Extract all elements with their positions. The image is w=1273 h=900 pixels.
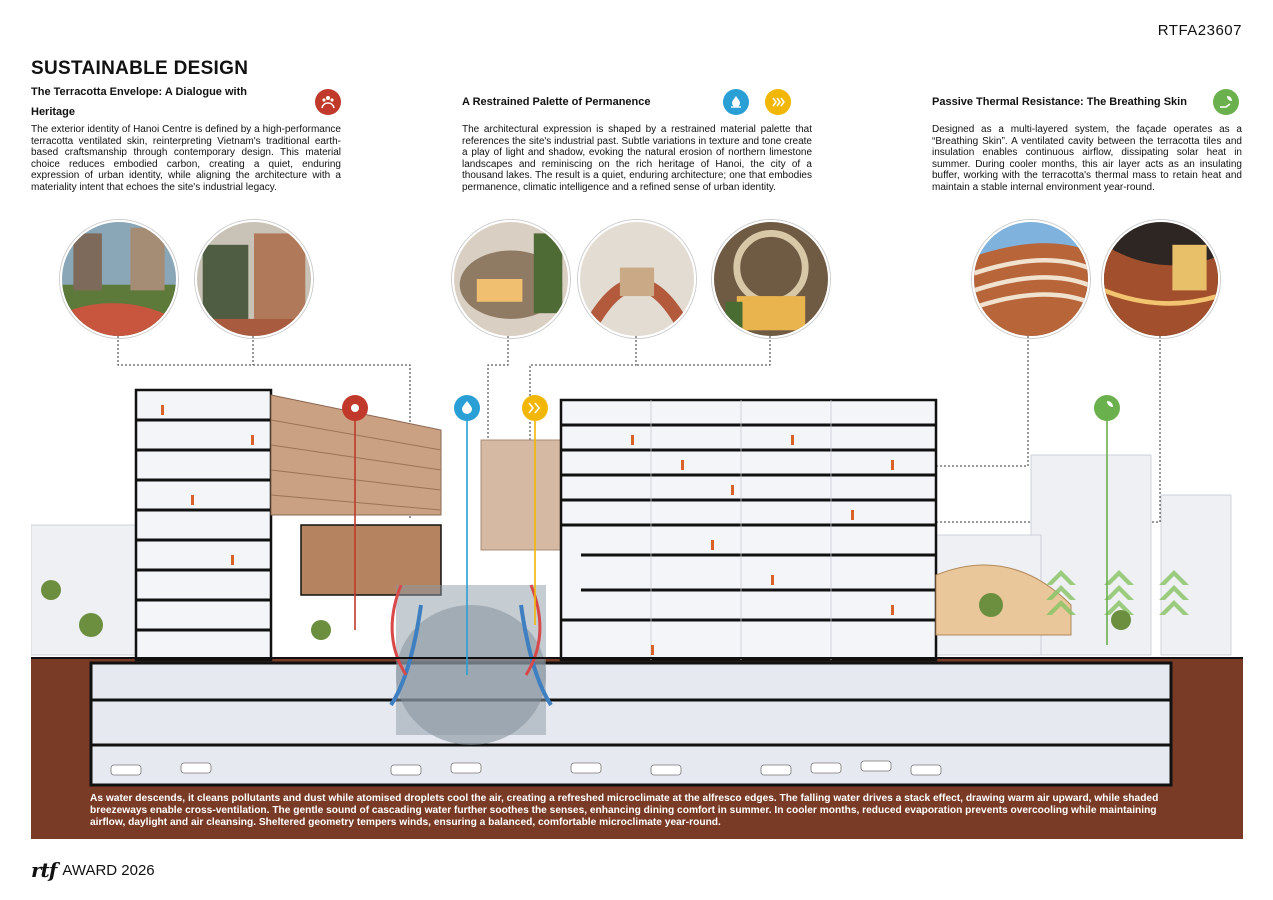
photo-atrium-dining	[452, 220, 570, 338]
photo-curved-balconies	[712, 220, 830, 338]
photo-staircase-atrium	[578, 220, 696, 338]
air-flow-icon	[522, 395, 548, 421]
column-heading: The Terracotta Envelope: A Dialogue with…	[31, 86, 341, 118]
column-text: Designed as a multi-layered system, the …	[932, 124, 1242, 193]
indicator-pins	[342, 395, 1120, 675]
rtf-logo: rtf	[31, 858, 57, 882]
photo-terracotta-facade-day	[972, 220, 1090, 338]
leaf-hand-icon	[1094, 395, 1120, 421]
people-hands-icon	[315, 89, 341, 115]
breathing-arrows	[1046, 570, 1189, 615]
column-text: The architectural expression is shaped b…	[462, 124, 812, 193]
photo-terracotta-facade-night	[1102, 220, 1220, 338]
air-flow-icon	[764, 89, 791, 115]
column-terracotta: The Terracotta Envelope: A Dialogue with…	[31, 86, 341, 194]
column-heading: A Restrained Palette of Permanence	[462, 89, 812, 115]
right-main-building	[559, 398, 938, 662]
water-drop-icon	[722, 89, 749, 115]
section-caption: As water descends, it cleans pollutants …	[90, 793, 1159, 828]
photo-waterfall-facade	[195, 220, 313, 338]
left-tower	[134, 388, 273, 662]
column-text: The exterior identity of Hanoi Centre is…	[31, 124, 341, 193]
basement-parking	[89, 661, 1173, 787]
building-section-drawing	[31, 388, 1243, 839]
column-heading: Passive Thermal Resistance: The Breathin…	[932, 89, 1242, 115]
column-palette: A Restrained Palette of Permanence The a…	[462, 89, 812, 194]
photo-courtyard-garden	[60, 220, 178, 338]
page-title: SUSTAINABLE DESIGN	[31, 58, 249, 79]
leaf-hand-icon	[1212, 89, 1239, 115]
footer: rtf AWARD 2026	[31, 858, 155, 882]
project-code: RTFA23607	[1157, 22, 1242, 39]
award-label: AWARD 2026	[62, 861, 155, 879]
column-thermal: Passive Thermal Resistance: The Breathin…	[932, 89, 1242, 194]
